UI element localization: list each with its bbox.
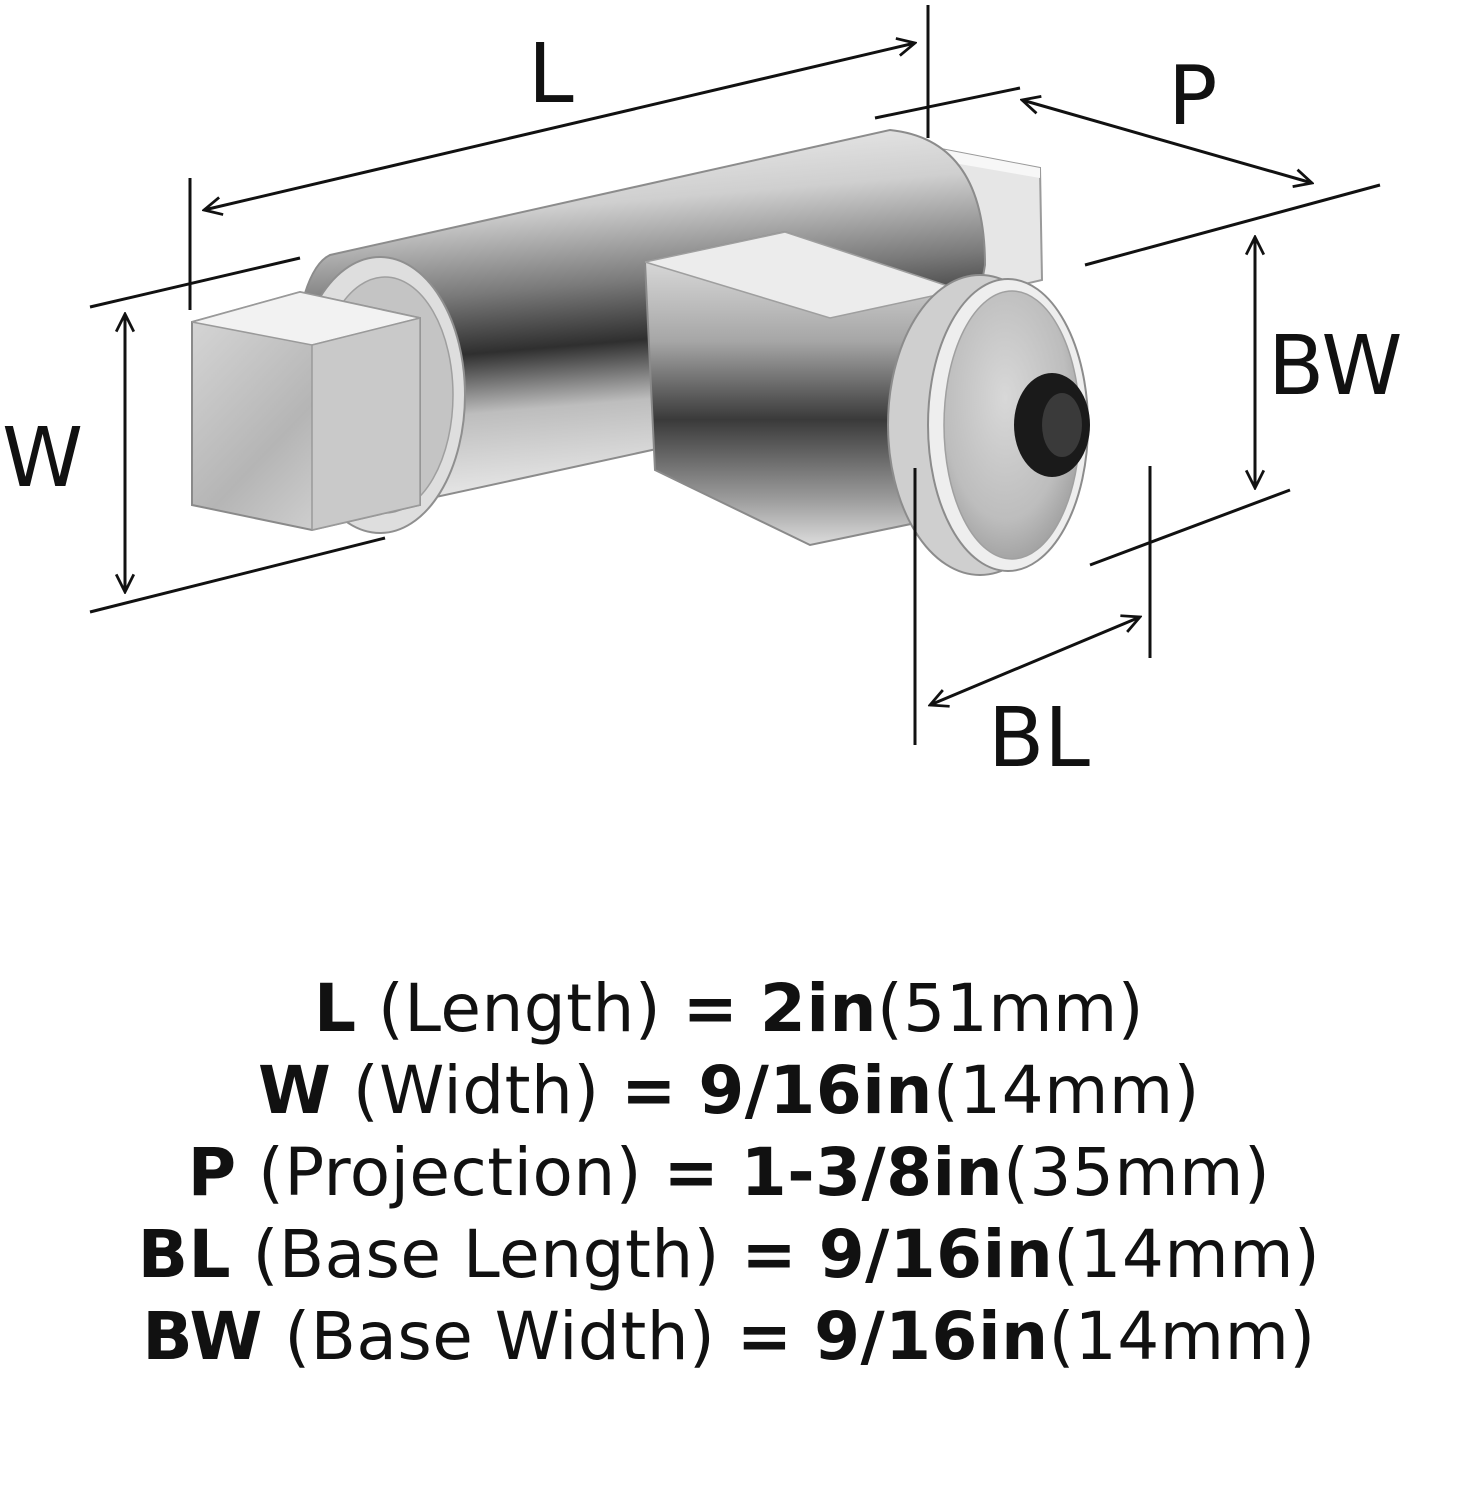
spec-metric: (14mm): [1053, 1216, 1321, 1293]
spec-code: BW: [142, 1298, 263, 1375]
spec-row-projection: P (Projection) = 1-3/8in(35mm): [0, 1132, 1458, 1214]
spec-name: (Width): [352, 1052, 600, 1129]
spec-code: BL: [137, 1216, 232, 1293]
spec-row-length: L (Length) = 2in(51mm): [0, 968, 1458, 1050]
label-base-width: BW: [1268, 319, 1402, 414]
spec-code: L: [313, 970, 357, 1047]
spec-metric: (35mm): [1003, 1134, 1271, 1211]
spec-imperial: 9/16in: [814, 1298, 1049, 1375]
dimension-lines: [89, 5, 1381, 745]
cabinet-knob-illustration: [191, 128, 1090, 576]
spec-imperial: 9/16in: [818, 1216, 1054, 1293]
spec-row-base-length: BL (Base Length) = 9/16in(14mm): [0, 1214, 1458, 1296]
spec-equals: =: [736, 1298, 793, 1375]
spec-name: (Base Width): [284, 1298, 716, 1375]
label-base-length: BL: [988, 691, 1090, 786]
label-width: W: [2, 411, 83, 506]
spec-equals: =: [621, 1052, 677, 1129]
spec-imperial: 2in: [759, 970, 877, 1047]
spec-row-base-width: BW (Base Width) = 9/16in(14mm): [0, 1296, 1458, 1378]
spec-metric: (14mm): [1048, 1298, 1316, 1375]
spec-imperial: 9/16in: [698, 1052, 933, 1129]
spec-code: P: [187, 1134, 237, 1211]
spec-imperial: 1-3/8in: [740, 1134, 1004, 1211]
spec-equals: =: [663, 1134, 720, 1211]
spec-equals: =: [682, 970, 739, 1047]
label-projection: P: [1168, 49, 1217, 144]
spec-metric: (51mm): [876, 970, 1145, 1047]
dimension-diagram: L W P BW BL: [2, 5, 1402, 786]
spec-code: W: [258, 1052, 332, 1129]
spec-name: (Base Length): [252, 1216, 720, 1293]
spec-name: (Length): [377, 970, 662, 1047]
spec-equals: =: [741, 1216, 798, 1293]
spec-name: (Projection): [258, 1134, 642, 1211]
dimension-specs: L (Length) = 2in(51mm) W (Width) = 9/16i…: [0, 968, 1458, 1378]
spec-metric: (14mm): [932, 1052, 1200, 1129]
label-length: L: [528, 27, 574, 122]
spec-row-width: W (Width) = 9/16in(14mm): [0, 1050, 1458, 1132]
